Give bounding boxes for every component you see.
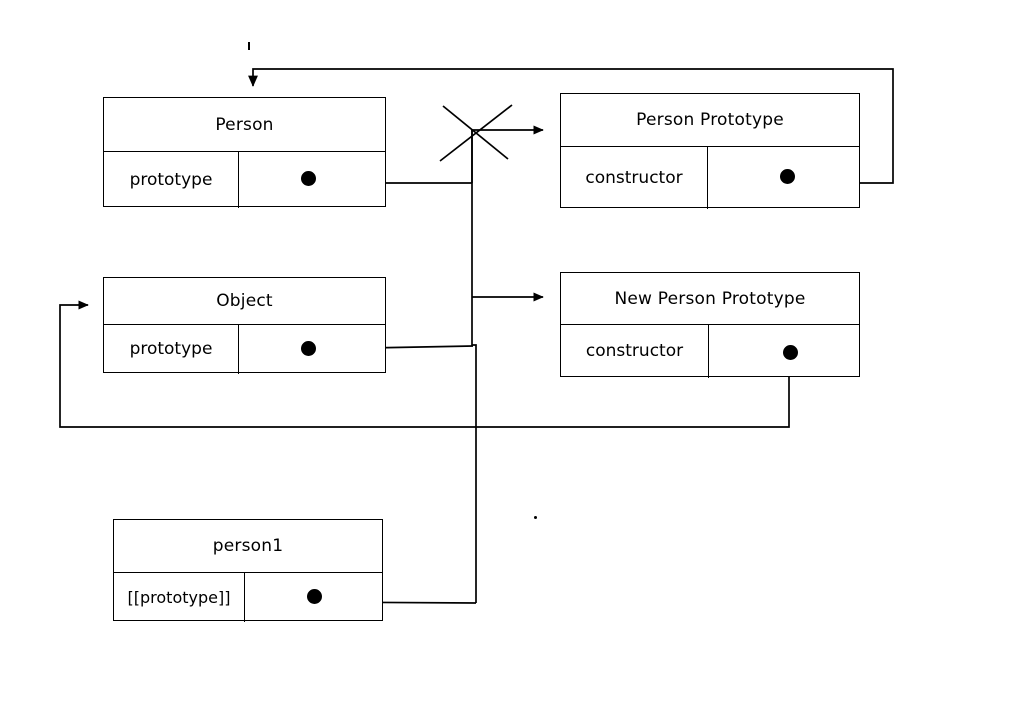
new-person-prototype-constructor-slot-dot[interactable] bbox=[783, 345, 798, 360]
box-person-prototype-row: constructor bbox=[561, 146, 859, 209]
box-new-person-prototype-divider bbox=[561, 324, 859, 325]
box-new-person-prototype[interactable]: New Person Prototype constructor bbox=[560, 272, 860, 378]
box-new-person-prototype-row: constructor bbox=[561, 324, 859, 378]
box-person-divider bbox=[104, 151, 385, 152]
box-person-prototype-title: Person Prototype bbox=[636, 110, 784, 130]
box-person1-row: [[prototype]] bbox=[114, 572, 382, 622]
box-person-prototype-divider bbox=[561, 146, 859, 147]
box-object-row-value bbox=[239, 324, 385, 374]
box-person-prototype-row-value bbox=[708, 146, 859, 209]
box-new-person-prototype-title: New Person Prototype bbox=[614, 288, 806, 309]
person1-prototype-slot-dot[interactable] bbox=[307, 589, 322, 604]
box-person1-row-value bbox=[245, 572, 382, 622]
box-object[interactable]: Object prototype bbox=[103, 277, 386, 374]
person-prototype-slot-dot[interactable] bbox=[301, 171, 316, 186]
box-person-title: Person bbox=[215, 114, 274, 135]
box-person1-divider bbox=[114, 572, 382, 573]
link-new-person-prototype-constructor-to-object bbox=[59, 300, 790, 428]
box-person[interactable]: Person prototype bbox=[103, 97, 386, 208]
object-prototype-slot-dot[interactable] bbox=[301, 341, 316, 356]
box-person-prototype-row-key: constructor bbox=[561, 146, 708, 209]
box-object-title: Object bbox=[216, 291, 273, 311]
box-object-divider bbox=[104, 324, 385, 325]
box-object-row: prototype bbox=[104, 324, 385, 374]
box-new-person-prototype-row-value bbox=[709, 324, 859, 378]
box-person-row-key: prototype bbox=[104, 151, 239, 208]
stray-tick-top bbox=[248, 42, 250, 50]
box-new-person-prototype-row-key: constructor bbox=[561, 324, 709, 378]
box-object-row-key: prototype bbox=[104, 324, 239, 374]
cross-out-mark bbox=[439, 104, 513, 162]
box-person-prototype[interactable]: Person Prototype constructor bbox=[560, 93, 860, 209]
stray-dot-middle bbox=[534, 516, 537, 519]
box-person-row-value bbox=[239, 151, 385, 208]
box-person1-row-key: [[prototype]] bbox=[114, 572, 245, 622]
box-person1[interactable]: person1 [[prototype]] bbox=[113, 519, 383, 622]
box-person1-title: person1 bbox=[212, 536, 284, 556]
chain-spine-vertical bbox=[471, 130, 477, 603]
box-person-row: prototype bbox=[104, 151, 385, 208]
person-prototype-constructor-slot-dot[interactable] bbox=[780, 169, 795, 184]
